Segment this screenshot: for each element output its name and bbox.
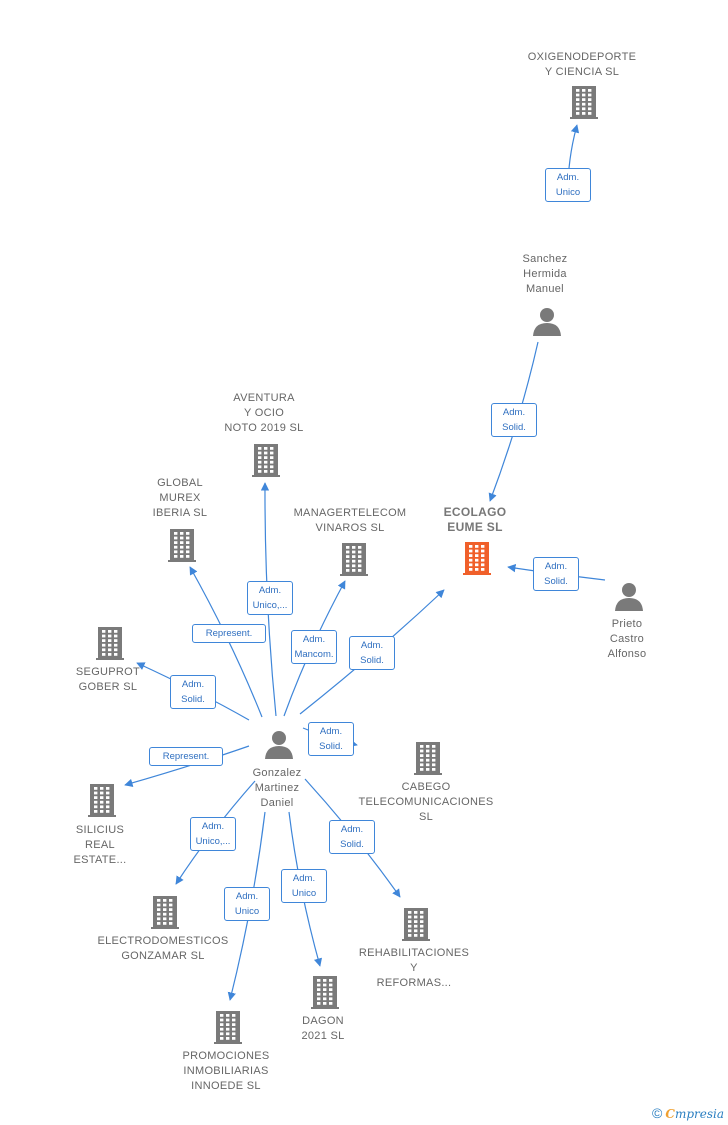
copyright-icon: © (652, 1105, 663, 1121)
node-label-ecolago[interactable]: ECOLAGO EUME SL (443, 505, 507, 534)
building-icon[interactable] (96, 627, 124, 660)
node-label-global[interactable]: GLOBAL MUREX IBERIA SL (152, 477, 208, 519)
node-label-gonzalez[interactable]: Gonzalez Martinez Daniel (252, 767, 302, 809)
building-icon[interactable] (151, 896, 179, 929)
node-label-electro[interactable]: ELECTRODOMESTICOS GONZAMAR SL (97, 935, 229, 962)
role-badge-sanchez-ecolago[interactable]: Adm. Solid. (491, 403, 537, 437)
node-label-cabego[interactable]: CABEGO TELECOMUNICACIONES SL (358, 781, 494, 823)
person-icon[interactable] (265, 731, 293, 759)
node-label-silicius[interactable]: SILICIUS REAL ESTATE... (73, 824, 127, 866)
role-badge-prieto-ecolago[interactable]: Adm. Solid. (533, 557, 579, 591)
node-label-rehab[interactable]: REHABILITACIONES Y REFORMAS... (358, 947, 470, 989)
building-icon[interactable] (168, 529, 196, 562)
building-icon[interactable] (214, 1011, 242, 1044)
role-badge-gonzalez-manager[interactable]: Adm. Mancom. (291, 630, 337, 664)
role-badge-gonzalez-silicius[interactable]: Represent. (149, 746, 223, 766)
footer-brand[interactable]: ©Cmpresia (652, 1105, 724, 1121)
role-badge-gonzalez-electro[interactable]: Adm. Unico,... (190, 817, 236, 851)
node-label-seguprot[interactable]: SEGUPROT GOBER SL (75, 666, 141, 693)
edge-gonzalez-silicius (124, 745, 250, 787)
building-icon[interactable] (402, 908, 430, 941)
person-icon[interactable] (615, 583, 643, 611)
role-badge-gonzalez-global[interactable]: Represent. (192, 623, 266, 643)
role-badge-gonzalez-cabego[interactable]: Adm. Solid. (308, 722, 354, 756)
node-label-oxigeno[interactable]: OXIGENODEPORTE Y CIENCIA SL (527, 51, 637, 78)
node-label-dagon[interactable]: DAGON 2021 SL (301, 1015, 345, 1042)
role-badge-gonzalez-promo[interactable]: Adm. Unico (224, 887, 270, 921)
brand-name: mpresia (674, 1107, 724, 1121)
role-badge-gonzalez-aventura[interactable]: Adm. Unico,... (247, 581, 293, 615)
role-badge-gonzalez-seguprot[interactable]: Adm. Solid. (170, 675, 216, 709)
building-icon[interactable] (311, 976, 339, 1009)
node-label-aventura[interactable]: AVENTURA Y OCIO NOTO 2019 SL (224, 392, 304, 434)
role-badge-gonzalez-rehab[interactable]: Adm. Solid. (329, 820, 375, 854)
node-label-sanchez[interactable]: Sanchez Hermida Manuel (522, 253, 568, 295)
node-label-prieto[interactable]: Prieto Castro Alfonso (607, 618, 647, 660)
role-badge-gonzalez-dagon[interactable]: Adm. Unico (281, 869, 327, 903)
building-icon[interactable] (463, 542, 491, 575)
building-icon[interactable] (88, 784, 116, 817)
building-icon[interactable] (570, 86, 598, 119)
building-icon[interactable] (252, 444, 280, 477)
role-badge-sanchez-oxigeno[interactable]: Adm. Unico (545, 168, 591, 202)
node-label-manager[interactable]: MANAGERTELECOM VINAROS SL (293, 507, 407, 534)
building-icon[interactable] (414, 742, 442, 775)
person-icon[interactable] (533, 308, 561, 336)
node-label-promo[interactable]: PROMOCIONES INMOBILIARIAS INNOEDE SL (182, 1050, 270, 1092)
icons-layer (88, 86, 643, 1044)
brand-initial: C (665, 1107, 675, 1121)
role-badge-gonzalez-ecolago[interactable]: Adm. Solid. (349, 636, 395, 670)
building-icon[interactable] (340, 543, 368, 576)
